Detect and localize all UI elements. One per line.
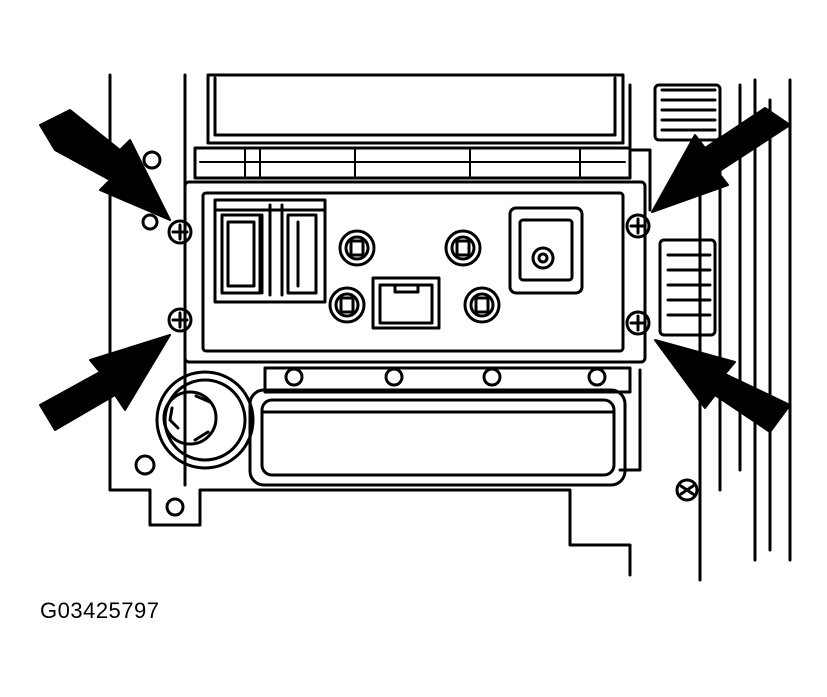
panel-hole-upper-left: [142, 150, 162, 170]
panel-hole-left: [134, 454, 156, 476]
callout-arrow-upper-left: [39, 109, 171, 221]
rotary-knob: [155, 370, 255, 470]
fastener-upper-left: [167, 219, 193, 245]
trim-ribs: [199, 149, 626, 177]
control-module-housing: [183, 180, 647, 364]
fastener-upper-right: [625, 213, 651, 239]
upper-housing-inner: [213, 76, 617, 137]
square-sensor: [508, 206, 584, 295]
bracket-bosses: [284, 367, 607, 387]
electrical-connector: [371, 276, 441, 330]
mounting-panel-outline: [108, 73, 632, 577]
bracket-hole: [165, 497, 185, 517]
relay-block: [213, 198, 327, 304]
socket-lower-right: [463, 286, 501, 324]
panel-right-step: [618, 83, 652, 472]
socket-upper-right: [444, 229, 482, 267]
panel-hole-mid-left: [141, 213, 159, 231]
right-lower-fastener: [675, 478, 699, 502]
callout-arrow-lower-left: [39, 334, 171, 431]
socket-upper-left: [338, 229, 376, 267]
figure-code: G03425797: [40, 598, 160, 623]
fastener-lower-right: [625, 310, 651, 336]
control-module-face: [201, 191, 625, 353]
storage-tray: [248, 388, 627, 487]
fastener-lower-left: [167, 307, 193, 333]
socket-lower-left: [328, 286, 366, 324]
lower-bracket: [263, 366, 632, 394]
callout-arrow-lower-right: [654, 339, 791, 433]
upper-housing: [206, 73, 625, 145]
ribbed-trim-strip: [193, 146, 632, 180]
callout-arrow-upper-right: [651, 107, 791, 213]
